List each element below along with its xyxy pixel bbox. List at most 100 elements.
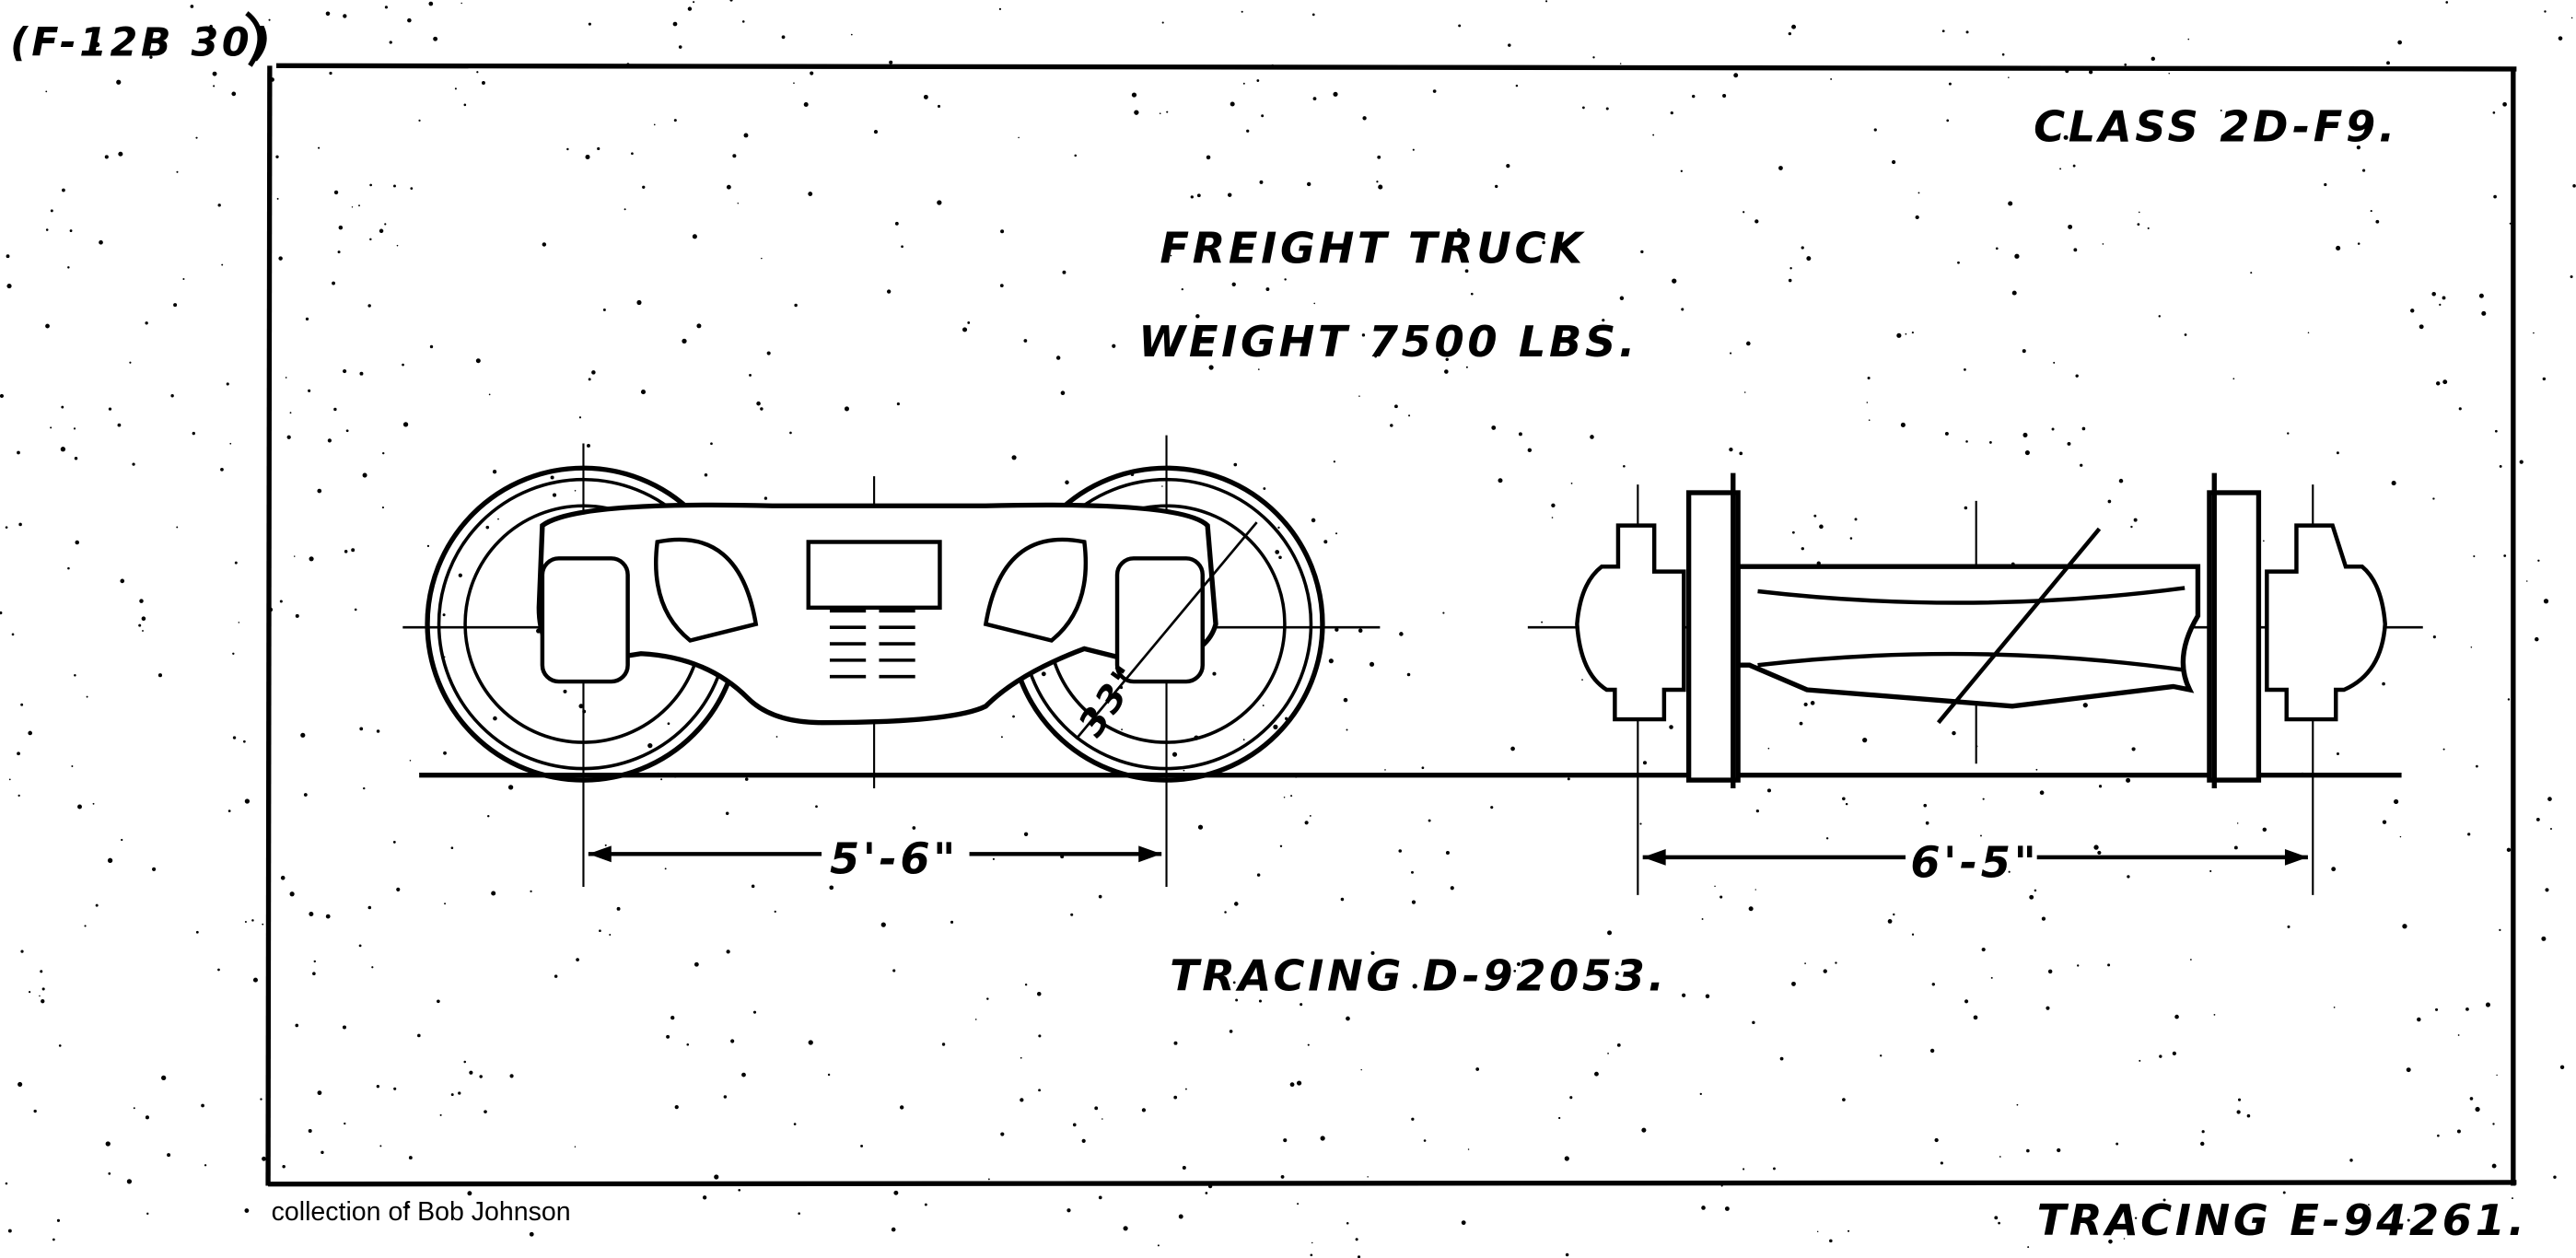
- speckle: [2246, 1113, 2251, 1118]
- speckle: [2491, 1163, 2497, 1169]
- speckle: [2476, 764, 2478, 768]
- speckle: [1516, 961, 1521, 967]
- speckle: [552, 493, 557, 497]
- speckle: [2118, 478, 2124, 483]
- speckle: [2159, 1054, 2162, 1058]
- speckle: [1719, 895, 1723, 899]
- speckle: [1900, 422, 1906, 427]
- speckle: [899, 1105, 904, 1110]
- speckle: [766, 351, 771, 355]
- speckle: [1307, 1043, 1310, 1046]
- speckle: [1569, 1096, 1573, 1100]
- speckle: [5, 1182, 8, 1185]
- speckle: [1428, 819, 1431, 822]
- speckle: [132, 462, 135, 466]
- speckle: [381, 506, 385, 509]
- speckle: [1527, 448, 1533, 453]
- speckle: [1333, 460, 1336, 463]
- speckle: [45, 90, 48, 93]
- speckle: [2558, 36, 2563, 41]
- speckle: [2022, 432, 2028, 437]
- speckle: [2336, 245, 2341, 251]
- speckle: [1542, 240, 1545, 245]
- speckle: [1178, 1214, 1183, 1219]
- speckle: [670, 1015, 675, 1020]
- speckle: [1184, 1088, 1187, 1090]
- speckle: [443, 751, 447, 755]
- speckle: [2368, 1204, 2370, 1206]
- speckle: [937, 104, 941, 109]
- speckle: [587, 444, 590, 448]
- speckle: [2553, 1175, 2557, 1179]
- speckle: [450, 846, 454, 850]
- axle-length-dimension: 6'-5": [1642, 837, 2308, 887]
- speckle: [300, 732, 306, 738]
- speckle: [1623, 464, 1626, 468]
- speckle: [1619, 296, 1625, 301]
- speckle: [295, 1023, 299, 1028]
- speckle: [262, 923, 264, 926]
- speckle: [17, 794, 20, 798]
- speckle: [487, 814, 490, 818]
- speckle: [1300, 1003, 1303, 1007]
- speckle: [2570, 17, 2573, 19]
- speckle: [227, 810, 231, 813]
- speckle: [20, 949, 24, 953]
- speckle: [2478, 293, 2484, 298]
- speckle: [1819, 524, 1824, 530]
- speckle: [251, 919, 254, 922]
- speckle: [429, 344, 434, 349]
- speckle: [2391, 481, 2396, 486]
- speckle: [1570, 482, 1573, 484]
- speckle: [108, 1172, 111, 1175]
- speckle: [678, 45, 682, 49]
- speckle: [1297, 1203, 1300, 1206]
- speckle: [1565, 1252, 1569, 1257]
- speckle: [2336, 752, 2339, 755]
- speckle: [1081, 1138, 1086, 1143]
- speckle: [2375, 219, 2380, 224]
- speckle: [410, 187, 414, 190]
- speckle: [798, 1212, 800, 1215]
- speckle: [1964, 506, 1968, 510]
- springs: [829, 609, 915, 679]
- speckle: [1384, 769, 1386, 771]
- speckle: [2537, 559, 2540, 562]
- speckle: [2034, 889, 2037, 892]
- speckle: [2126, 777, 2131, 783]
- speckle: [585, 154, 590, 159]
- speckle: [371, 966, 374, 969]
- speckle: [167, 1153, 171, 1158]
- speckle: [358, 204, 360, 207]
- speckle: [428, 1, 434, 6]
- speckle: [268, 18, 271, 21]
- speckle: [1642, 761, 1647, 765]
- speckle: [810, 71, 814, 76]
- speckle: [469, 1070, 473, 1075]
- speckle: [458, 573, 462, 577]
- journal-box-left: [540, 556, 630, 684]
- speckle: [2057, 1147, 2061, 1153]
- speckle: [286, 435, 291, 439]
- speckle: [67, 566, 70, 570]
- speckle: [1743, 211, 1745, 214]
- speckle: [664, 868, 667, 870]
- wheelbase-label: 5'-6": [830, 834, 959, 884]
- speckle: [2213, 1014, 2216, 1016]
- speckle: [2469, 1097, 2474, 1101]
- speckle: [1680, 169, 1683, 172]
- speckle: [1729, 447, 1733, 452]
- speckle: [2131, 747, 2136, 751]
- journal-box-end-left: [1575, 523, 1686, 722]
- speckle: [749, 374, 752, 377]
- speckle: [892, 969, 896, 973]
- speckle: [1256, 873, 1261, 877]
- speckle: [2406, 1067, 2411, 1073]
- speckle: [666, 1034, 670, 1039]
- speckle: [0, 393, 5, 399]
- speckle: [1791, 24, 1797, 29]
- speckle: [1752, 1020, 1755, 1025]
- speckle: [217, 204, 221, 207]
- speckle: [880, 922, 886, 927]
- speckle: [2093, 844, 2099, 850]
